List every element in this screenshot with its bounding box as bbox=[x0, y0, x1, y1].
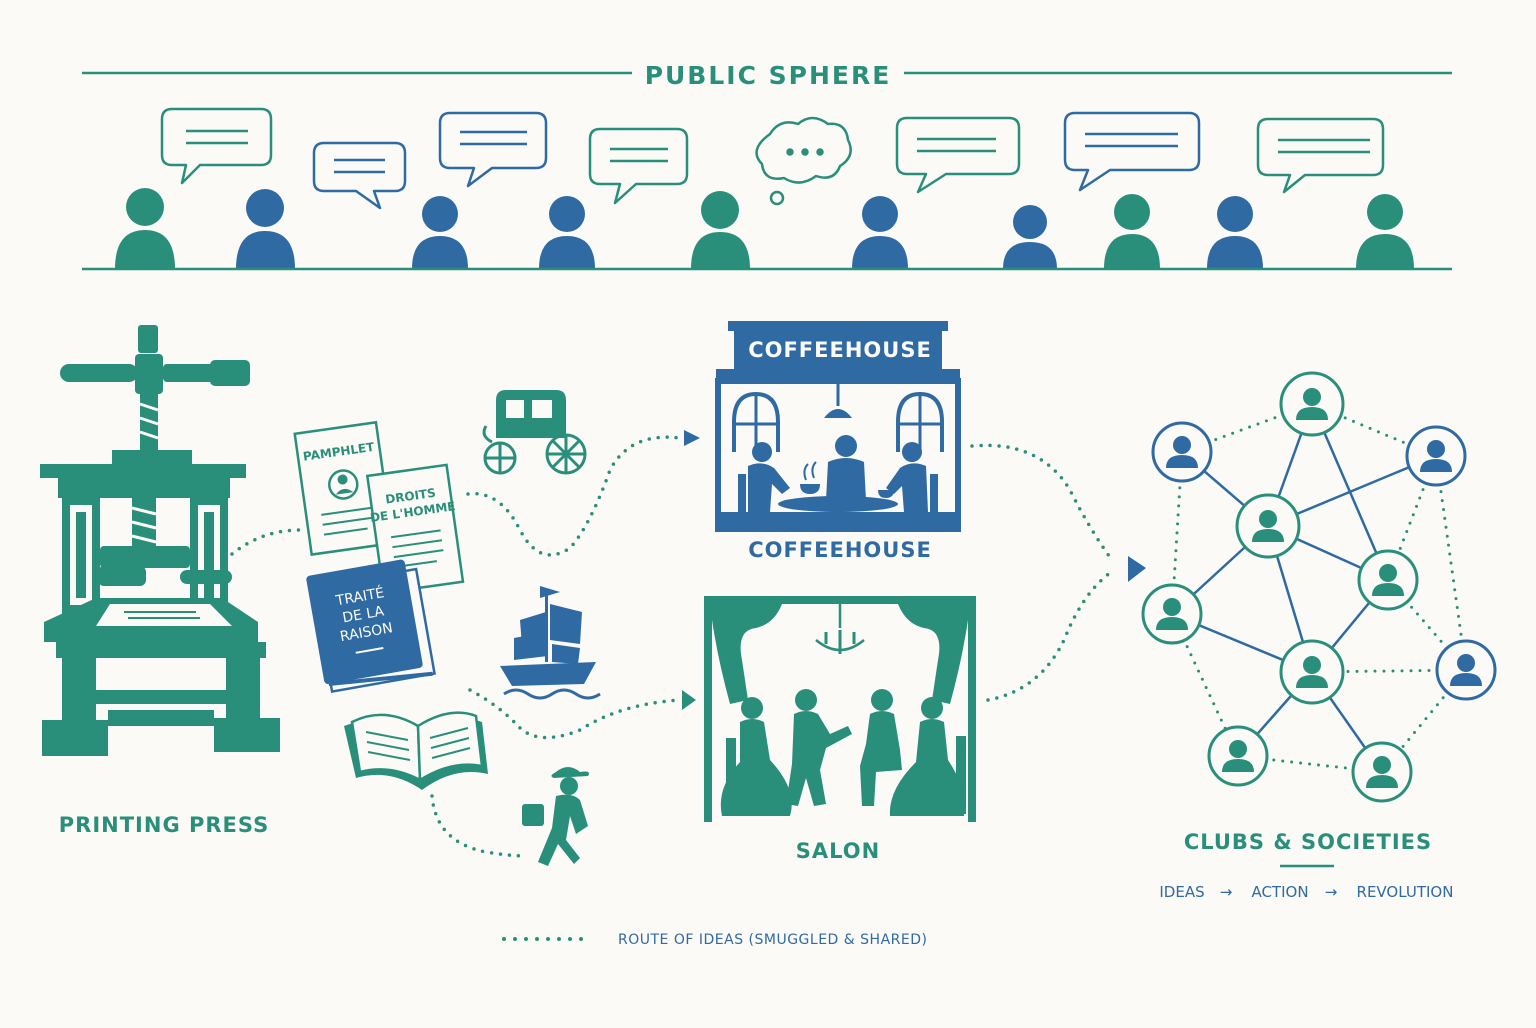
member-node-icon bbox=[1351, 741, 1413, 803]
coffeehouse-sign: COFFEEHOUSE bbox=[748, 338, 932, 362]
member-node-icon bbox=[1435, 639, 1497, 701]
person-icon bbox=[539, 196, 595, 269]
flow-step-action: ACTION bbox=[1251, 883, 1308, 901]
member-node-icon bbox=[1151, 421, 1213, 483]
member-node-icon bbox=[1279, 639, 1345, 705]
route-arrowhead bbox=[1128, 556, 1146, 582]
carriage-icon bbox=[482, 390, 587, 475]
traite-book: TRAITÉ DE LA RAISON bbox=[306, 559, 436, 693]
coffeehouse-building: COFFEEHOUSE bbox=[715, 321, 961, 532]
open-book-icon bbox=[344, 711, 488, 790]
person-icon bbox=[852, 196, 908, 269]
droits-document: DROITS DE L'HOMME bbox=[365, 463, 465, 595]
coffeehouse-label: COFFEEHOUSE bbox=[748, 538, 932, 562]
idea-route-path bbox=[970, 443, 1114, 562]
member-node-icon bbox=[1141, 583, 1203, 645]
speech-bubble-icon bbox=[1063, 111, 1201, 192]
legend: ROUTE OF IDEAS (SMUGGLED & SHARED) bbox=[502, 932, 927, 948]
route-arrowhead bbox=[684, 430, 700, 446]
clubs-flow: IDEAS → ACTION → REVOLUTION bbox=[1159, 883, 1453, 901]
thought-bubble-icon bbox=[755, 116, 852, 206]
speech-bubble-icon bbox=[438, 111, 548, 188]
idea-route-path bbox=[430, 794, 528, 858]
clubs-title: CLUBS & SOCIETIES bbox=[1184, 830, 1432, 854]
flow-arrow: → bbox=[1220, 883, 1233, 901]
public-sphere-banner: PUBLIC SPHERE bbox=[82, 61, 1452, 90]
person-icon bbox=[1356, 194, 1414, 269]
speech-bubble-icon bbox=[895, 116, 1021, 194]
flow-step-revolution: REVOLUTION bbox=[1357, 883, 1454, 901]
clubs-network bbox=[1141, 371, 1497, 803]
person-icon bbox=[1207, 196, 1263, 269]
idea-route-path bbox=[468, 688, 682, 740]
member-node-icon bbox=[1357, 549, 1419, 611]
person-icon bbox=[412, 196, 468, 269]
ship-icon bbox=[500, 586, 601, 700]
printing-press-icon bbox=[40, 325, 280, 756]
public-sphere-title: PUBLIC SPHERE bbox=[645, 61, 892, 90]
speech-bubble-icon bbox=[160, 107, 273, 185]
legend-text: ROUTE OF IDEAS (SMUGGLED & SHARED) bbox=[618, 932, 927, 948]
speech-bubble-icon bbox=[312, 141, 407, 210]
member-node-icon bbox=[1235, 493, 1301, 559]
route-arrowhead bbox=[682, 690, 696, 710]
walking-traveler-icon bbox=[522, 767, 589, 866]
salon-room bbox=[704, 596, 976, 822]
idea-route-path bbox=[230, 528, 302, 556]
member-node-icon bbox=[1279, 371, 1345, 437]
person-icon bbox=[1104, 194, 1160, 269]
person-icon bbox=[691, 191, 750, 269]
person-icon bbox=[1003, 205, 1057, 269]
droits-title-line1: DROITS bbox=[384, 486, 436, 507]
speech-bubble-icon bbox=[588, 127, 689, 205]
idea-route-path bbox=[986, 568, 1116, 702]
person-icon bbox=[115, 188, 175, 269]
printing-press-label: PRINTING PRESS bbox=[59, 813, 269, 837]
member-node-icon bbox=[1405, 425, 1467, 487]
speech-bubble-icon bbox=[1256, 117, 1385, 194]
pamphlet-document: PAMPHLET bbox=[293, 420, 395, 556]
salon-label: SALON bbox=[796, 839, 880, 863]
book-title-line2: DE LA bbox=[341, 603, 385, 626]
flow-arrow: → bbox=[1325, 883, 1338, 901]
public-people-row bbox=[82, 188, 1452, 271]
member-node-icon bbox=[1207, 725, 1269, 787]
person-icon bbox=[236, 189, 295, 269]
flow-step-ideas: IDEAS bbox=[1159, 883, 1204, 901]
speech-bubbles bbox=[160, 107, 1385, 210]
